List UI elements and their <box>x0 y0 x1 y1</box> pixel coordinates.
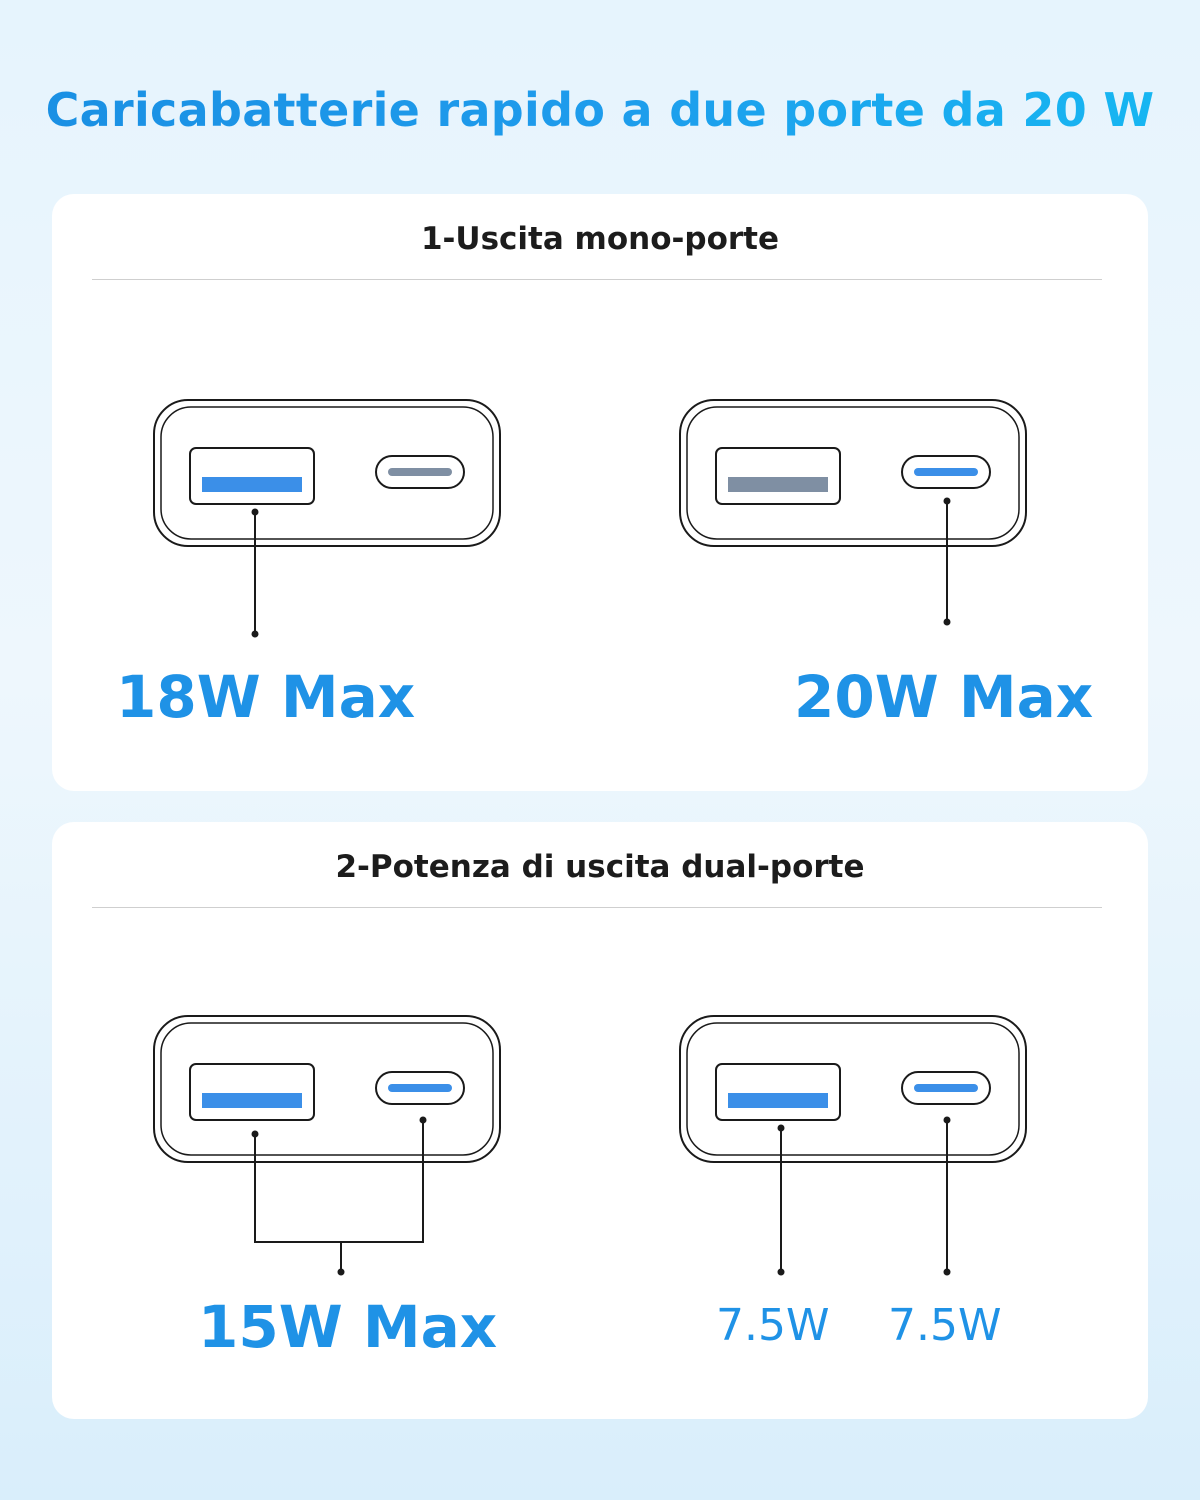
usb-c-max-power-label: 20W Max <box>794 663 1094 731</box>
charger-front-icon <box>153 1015 501 1163</box>
charger-front-icon <box>153 399 501 547</box>
dual-port-output-card: 2-Potenza di uscita dual-porte <box>52 822 1148 1419</box>
leader-line <box>777 1124 785 1276</box>
combined-leader-line <box>251 1116 427 1276</box>
page-title: Caricabatterie rapido a due porte da 20 … <box>0 80 1200 140</box>
usb-c-port-icon <box>375 455 465 489</box>
usb-c-port-icon <box>901 455 991 489</box>
leader-line <box>943 1116 951 1276</box>
usb-a-port-icon <box>715 447 841 505</box>
divider <box>92 907 1102 908</box>
combined-max-power-label: 15W Max <box>198 1293 498 1361</box>
usb-a-port-icon <box>189 1063 315 1121</box>
usb-a-port-icon <box>189 447 315 505</box>
usb-a-power-label: 7.5W <box>716 1300 830 1351</box>
charger-front-icon <box>679 399 1027 547</box>
charger-front-icon <box>679 1015 1027 1163</box>
charger-diagrams <box>153 1015 1027 1276</box>
usb-a-max-power-label: 18W Max <box>116 663 416 731</box>
leader-line <box>943 497 951 626</box>
usb-c-port-icon <box>375 1071 465 1105</box>
usb-c-port-icon <box>901 1071 991 1105</box>
section-title: 1-Uscita mono-porte <box>420 221 780 257</box>
section-title: 2-Potenza di uscita dual-porte <box>335 849 865 885</box>
single-port-output-card: 1-Uscita mono-porte <box>52 194 1148 791</box>
usb-c-power-label: 7.5W <box>888 1300 1002 1351</box>
leader-line <box>251 508 259 638</box>
divider <box>92 279 1102 280</box>
charger-diagrams <box>153 399 1027 638</box>
usb-a-port-icon <box>715 1063 841 1121</box>
